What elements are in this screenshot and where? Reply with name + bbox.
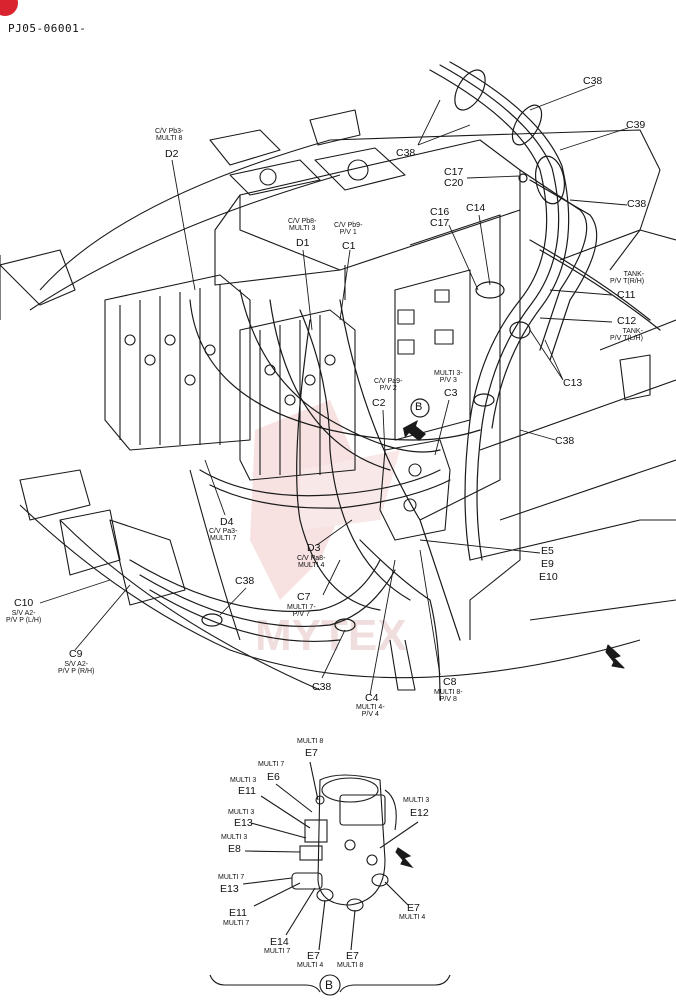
- label-c3-desc: MULTI 3- P/V 3: [434, 370, 463, 384]
- label-d2-desc: C/V Pb3- MULTI 8: [155, 128, 184, 142]
- label-d1: D1: [296, 237, 310, 249]
- label-b-e7-desc: MULTI 4: [399, 914, 426, 921]
- label-e5: E5: [541, 545, 554, 557]
- label-b-e12: E12: [410, 807, 429, 819]
- label-c2: C2: [372, 397, 386, 409]
- label-d1-desc: C/V Pb8- MULTI 3: [288, 218, 317, 232]
- label-c9: C9: [69, 648, 83, 660]
- label-c17: C17: [430, 217, 450, 229]
- label-b-e7: E7: [305, 747, 318, 759]
- label-b-e7: E7: [407, 902, 420, 914]
- label-c10-desc: S/V A2- P/V P (L/H): [6, 610, 42, 624]
- detail-marker-b: B: [415, 401, 423, 413]
- label-b-e14-desc: MULTI 7: [264, 948, 291, 955]
- label-b-e7-desc: MULTI 8: [297, 738, 324, 745]
- leader-lines: [39, 84, 629, 696]
- label-c7-desc: MULTI 7- P/V 7: [287, 604, 316, 618]
- label-d4-desc: C/V Pa3- MULTI 7: [209, 528, 238, 542]
- corner-badge: [0, 0, 18, 16]
- label-b-e13: E13: [220, 883, 239, 895]
- detail-b-drawing: [209, 761, 451, 996]
- label-c38: C38: [583, 75, 603, 87]
- label-c38: C38: [235, 575, 255, 587]
- label-b-e11-desc: MULTI 7: [223, 920, 250, 927]
- label-b-e11: E11: [238, 785, 256, 797]
- label-b-e14: E14: [270, 936, 289, 948]
- label-b-e6-desc: MULTI 7: [258, 761, 285, 768]
- label-b-e7: E7: [307, 950, 320, 962]
- label-b-e7: E7: [346, 950, 359, 962]
- label-b-e13: E13: [234, 817, 253, 829]
- label-d4: D4: [220, 516, 234, 528]
- label-e9: E9: [541, 558, 554, 570]
- label-c9-desc: S/V A2- P/V P (R/H): [58, 661, 95, 675]
- page-code: PJ05-06001-: [8, 22, 87, 35]
- label-c4: C4: [365, 692, 379, 704]
- detail-arrow: [403, 398, 430, 441]
- label-c20: C20: [444, 177, 464, 189]
- label-b-e11-desc: MULTI 3: [230, 777, 257, 784]
- label-c17: C17: [444, 166, 464, 178]
- label-c1-desc: C/V Pb9- P/V 1: [334, 222, 363, 236]
- label-d3-desc: C/V Pa8- MULTI 4: [297, 555, 326, 569]
- label-c38: C38: [396, 147, 416, 159]
- label-c14: C14: [466, 202, 486, 214]
- label-c8: C8: [443, 676, 457, 688]
- label-d2: D2: [165, 148, 179, 160]
- label-b-e13-desc: MULTI 7: [218, 874, 245, 881]
- label-b-e12-desc: MULTI 3: [403, 797, 430, 804]
- label-c1: C1: [342, 240, 356, 252]
- label-c3: C3: [444, 387, 458, 399]
- label-c8-desc: MULTI 8- P/V 8: [434, 689, 463, 703]
- machine-body: [0, 109, 676, 691]
- label-c10: C10: [14, 597, 34, 609]
- label-b-e6: E6: [267, 771, 280, 783]
- label-e10: E10: [539, 571, 558, 583]
- label-c38: C38: [555, 435, 575, 447]
- label-b-e8: E8: [228, 843, 241, 855]
- label-b-e11: E11: [229, 907, 247, 919]
- label-c12-desc: TANK- P/V T(L/H): [610, 328, 643, 342]
- label-c13: C13: [563, 377, 583, 389]
- label-c11-desc: TANK- P/V T(R/H): [610, 271, 645, 285]
- label-b-e13-desc: MULTI 3: [228, 809, 255, 816]
- label-c2-desc: C/V Pa9- P/V 2: [374, 378, 403, 392]
- label-c39: C39: [626, 119, 646, 131]
- label-b-e7-desc: MULTI 4: [297, 962, 324, 969]
- label-c11: C11: [617, 289, 636, 301]
- label-c38: C38: [312, 681, 332, 693]
- label-c12: C12: [617, 315, 637, 327]
- label-c7: C7: [297, 591, 311, 603]
- hose-bundles: [129, 61, 661, 701]
- label-d3: D3: [307, 542, 321, 554]
- detail-b-caption: B: [325, 978, 334, 992]
- label-c16: C16: [430, 206, 450, 218]
- label-c38: C38: [627, 198, 647, 210]
- label-c4-desc: MULTI 4- P/V 4: [356, 704, 385, 718]
- label-b-e7-desc: MULTI 8: [337, 962, 364, 969]
- label-b-e8-desc: MULTI 3: [221, 834, 248, 841]
